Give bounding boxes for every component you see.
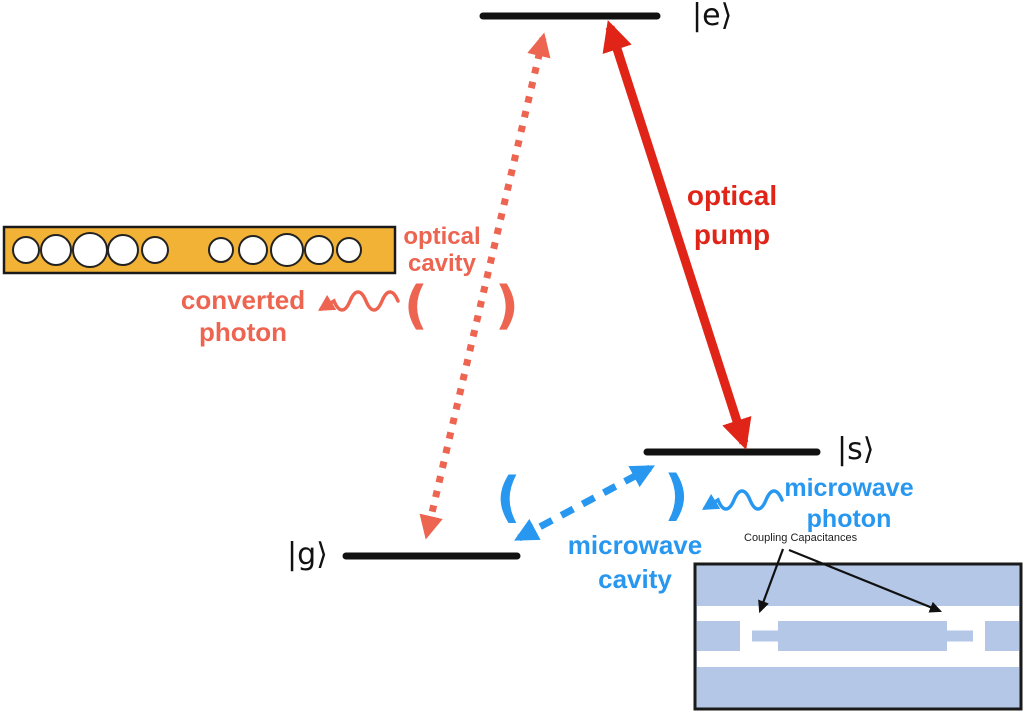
coupling-capacitor-right xyxy=(947,621,985,651)
coupling-annotation-arrow-right xyxy=(788,548,943,613)
photonic-crystal-hole xyxy=(141,236,169,264)
state-label-excited: |e⟩ xyxy=(692,0,733,33)
photonic-crystal-hole xyxy=(12,236,40,264)
optical-cavity-mirror-left: ( xyxy=(404,276,428,336)
microwave-cavity-mode-arrow xyxy=(514,464,655,542)
state-label-intermediate: |s⟩ xyxy=(837,432,875,467)
photonic-crystal-hole xyxy=(336,237,362,263)
microwave-photon-label: microwave photon xyxy=(784,474,914,533)
microwave-cavity-mirror-right: ) xyxy=(664,464,689,527)
optical-cavity-label: optical cavity xyxy=(403,223,481,277)
photonic-crystal-hole xyxy=(40,234,72,266)
converted-photon-label: converted photon xyxy=(180,285,306,348)
optical-cavity-mirror-right: ) xyxy=(495,276,519,336)
resonator-gap-bottom xyxy=(697,651,1019,667)
photonic-crystal-cavity xyxy=(2,225,397,275)
photonic-crystal-hole xyxy=(238,235,268,265)
coupling-capacitor-left xyxy=(740,621,778,651)
photonic-crystal-hole xyxy=(208,237,234,263)
microwave-cavity-mirror-left: ( xyxy=(496,466,521,529)
optical-cavity-mode-arrow xyxy=(419,32,551,540)
coupling-annotation-arrow-left xyxy=(758,548,785,614)
coupling-capacitances-label: Coupling Capacitances xyxy=(744,532,858,544)
photonic-crystal-hole xyxy=(107,234,139,266)
converted-photon-wavy-arrow xyxy=(318,290,400,312)
photonic-crystal-hole xyxy=(304,235,334,265)
photonic-crystal-hole xyxy=(270,233,304,267)
microwave-photon-wavy-arrow xyxy=(702,489,784,511)
optical-pump-arrow xyxy=(602,20,752,450)
resonator-gap-top xyxy=(697,606,1019,621)
optical-pump-label: optical pump xyxy=(686,180,778,250)
microwave-cavity-label: microwave cavity xyxy=(567,530,703,594)
photonic-crystal-hole xyxy=(72,232,108,268)
state-label-ground: |g⟩ xyxy=(287,537,328,572)
microwave-resonator-chip xyxy=(693,548,1023,711)
